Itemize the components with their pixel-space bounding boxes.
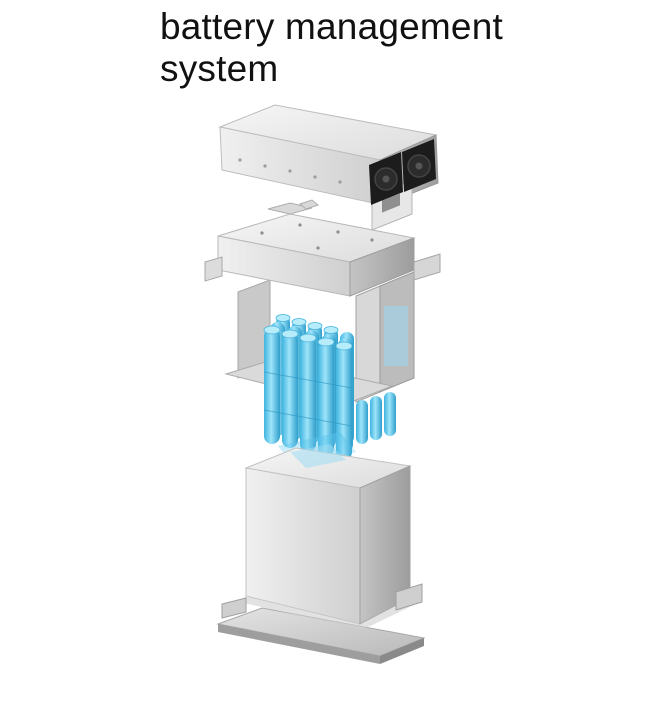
cylindrical-cell-row-front	[264, 328, 352, 460]
enclosure-box	[244, 444, 412, 625]
fan-icon	[369, 152, 403, 205]
base-plate	[216, 583, 426, 664]
page-title: battery management system	[160, 6, 503, 89]
cylindrical-cell-row-side	[356, 392, 396, 444]
fan-icon	[402, 139, 436, 192]
battery-cell-array	[263, 314, 396, 460]
connector-tabs	[267, 199, 320, 215]
